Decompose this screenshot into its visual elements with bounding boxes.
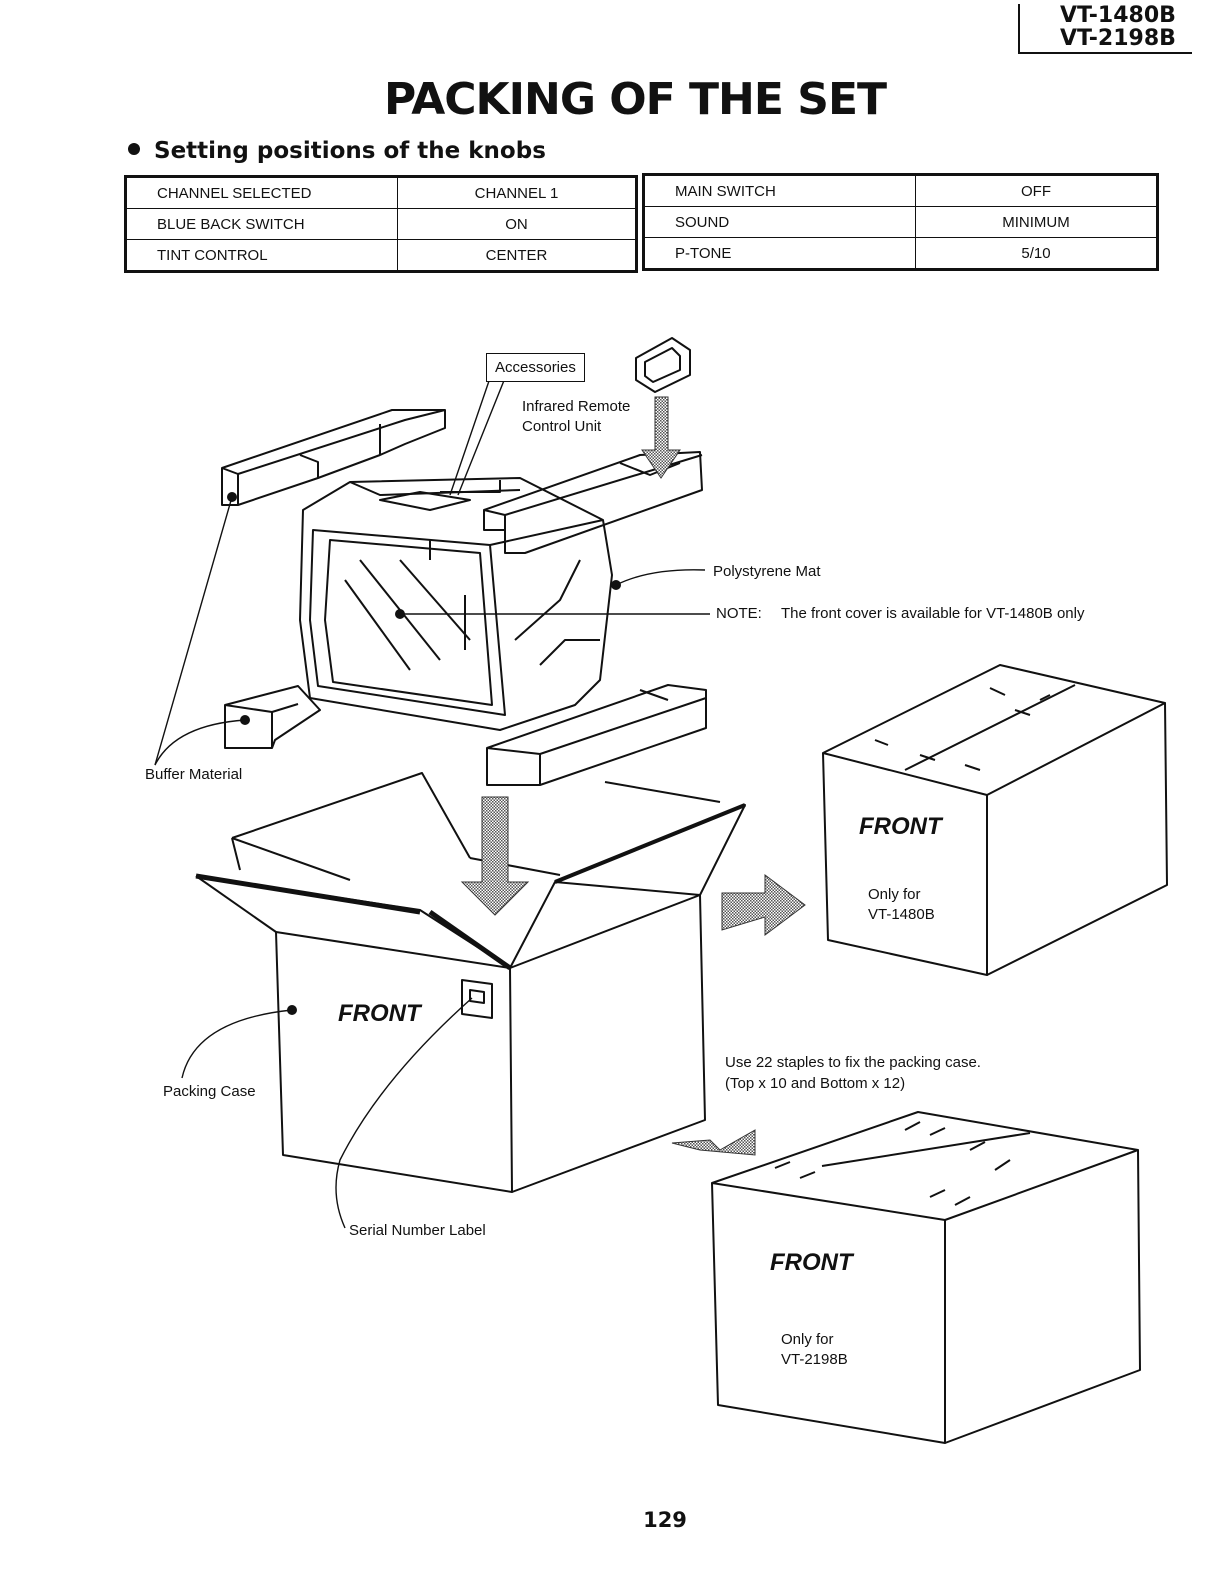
closed-box-vt1480b [822, 664, 1168, 976]
buffer-bottom-right [486, 684, 707, 786]
television [299, 477, 613, 731]
remote-label-line2: Control Unit [522, 418, 602, 435]
knob-value: 5/10 [915, 237, 1158, 270]
model-number-box: VT-1480B VT-2198B [1018, 4, 1192, 54]
knob-name: BLUE BACK SWITCH [125, 208, 398, 240]
buffer-bottom-left [224, 685, 321, 749]
staples-note-line2: (Top x 10 and Bottom x 12) [725, 1075, 906, 1092]
arrow-down-into-case-icon [460, 796, 530, 916]
model-number-2: VT-2198B [1060, 26, 1176, 51]
packing-case-open [195, 772, 746, 1193]
leader-lines [154, 377, 710, 1229]
serial-number-label: Serial Number Label [349, 1222, 486, 1239]
polystyrene-mat-label: Polystyrene Mat [713, 563, 821, 580]
packing-case-label: Packing Case [163, 1083, 256, 1100]
knob-value: OFF [915, 174, 1158, 207]
accessories-label: Accessories [486, 353, 585, 382]
note-text: The front cover is available for VT-1480… [781, 605, 1085, 622]
knob-name: MAIN SWITCH [643, 174, 916, 207]
buffer-material-label: Buffer Material [145, 766, 243, 783]
front-label-box1: FRONT [859, 813, 942, 840]
only-for-box1: Only for [868, 886, 921, 903]
knob-name: TINT CONTROL [125, 239, 398, 272]
knob-value: MINIMUM [915, 206, 1158, 238]
section-heading-text: Setting positions of the knobs [154, 138, 546, 164]
knob-name: P-TONE [643, 237, 916, 270]
bullet-icon [128, 143, 140, 155]
front-label-box2: FRONT [770, 1249, 853, 1276]
model-box2: VT-2198B [781, 1351, 848, 1368]
buffer-top-right [483, 451, 703, 554]
staples-note-line1: Use 22 staples to fix the packing case. [725, 1054, 981, 1071]
model-number-1: VT-1480B [1060, 3, 1176, 28]
arrow-right-box2-icon [671, 1129, 756, 1156]
only-for-box2: Only for [781, 1331, 834, 1348]
closed-box-vt2198b [711, 1111, 1141, 1444]
arrows [460, 396, 806, 1156]
knob-value: CHANNEL 1 [397, 176, 637, 209]
arrow-right-box1-icon [721, 874, 806, 936]
section-heading: Setting positions of the knobs [128, 138, 546, 164]
remote-label-line1: Infrared Remote [522, 398, 631, 415]
leader-dots [227, 492, 621, 1015]
page-title: PACKING OF THE SET [383, 74, 887, 125]
page-number: 129 [643, 1508, 687, 1532]
model-box1: VT-1480B [868, 906, 935, 923]
knob-value: ON [397, 208, 637, 240]
front-label-case: FRONT [338, 1000, 421, 1027]
arrow-down-remote-icon [641, 396, 681, 479]
knob-value: CENTER [397, 239, 637, 272]
remote-control-icon [635, 337, 691, 393]
note-label: NOTE: [716, 605, 762, 622]
